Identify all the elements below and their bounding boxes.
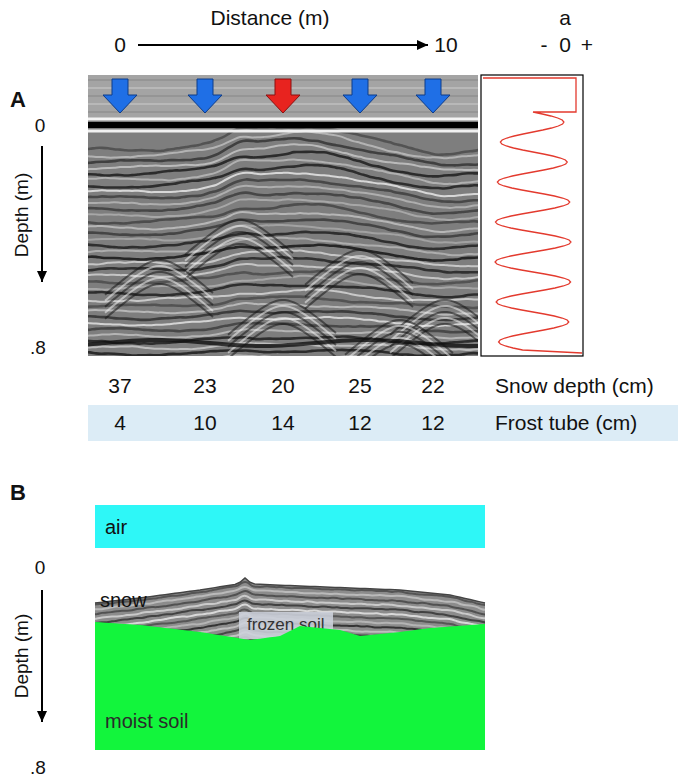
snow-depth-value: 37 <box>108 374 131 397</box>
axis-tick: 0 <box>114 33 126 56</box>
axis-arrow <box>138 40 428 50</box>
node-label: moist soil <box>105 710 188 732</box>
reflector-line <box>88 127 478 154</box>
sounding-arrow <box>416 79 450 113</box>
arrow-head <box>37 271 47 282</box>
reflector-line <box>88 199 478 220</box>
reflector-line <box>88 165 478 189</box>
deep-reflector <box>88 340 478 346</box>
amplitude-trace <box>483 78 582 353</box>
air-band: air <box>95 505 485 548</box>
axis-tick: 0 <box>35 558 46 579</box>
sounding-arrow <box>266 79 300 113</box>
axis-tick: + <box>581 33 593 56</box>
surface-line <box>88 130 478 133</box>
diffraction-hyperbola <box>228 324 336 356</box>
sounding-arrow <box>343 79 377 113</box>
axis-tick: .8 <box>30 338 46 359</box>
layer-name: snow <box>100 589 147 611</box>
snow-depth-value: 22 <box>421 374 444 397</box>
panel-letter: A <box>10 88 26 112</box>
snow-depth-value: 20 <box>271 374 294 397</box>
axis-line <box>138 44 428 46</box>
snow-depth-value: 25 <box>348 374 371 397</box>
sounding-arrow <box>188 79 222 113</box>
node-label: 14 <box>271 411 294 434</box>
sounding-arrow <box>103 79 137 113</box>
node-label: air <box>105 516 127 538</box>
surface-line <box>88 118 478 121</box>
snow-depth-value: 23 <box>193 374 216 397</box>
axis-title: a <box>559 6 571 29</box>
arrow-head <box>417 40 428 50</box>
axis-tick: .8 <box>30 758 46 779</box>
reflector-line <box>88 173 478 196</box>
panel-letter: B <box>10 481 26 505</box>
axis-arrow <box>37 146 47 282</box>
axis-tick: 0 <box>559 33 571 56</box>
node-label: 10 <box>193 411 216 434</box>
diffraction-hyperbola <box>185 244 293 279</box>
radargram-panel <box>88 75 478 356</box>
trace-box <box>481 75 583 356</box>
node-label: 4 <box>114 411 126 434</box>
reflector-line <box>88 186 478 208</box>
axis-title: Depth (m) <box>12 614 33 698</box>
reflector-line <box>88 193 478 214</box>
reflector-line <box>88 179 478 202</box>
arrow-head <box>37 711 47 722</box>
diffraction-hyperbola <box>105 284 213 319</box>
axis-title: Depth (m) <box>12 173 33 257</box>
axis-line <box>41 146 43 282</box>
axis-line <box>41 590 43 722</box>
axis-title: Distance (m) <box>210 6 329 29</box>
diffraction-hyperbola <box>305 274 413 309</box>
reflector-line <box>88 355 478 356</box>
axis-tick: - <box>541 33 548 56</box>
frost-tube-band: 4 10 14 12 12 Frost tube (cm) <box>88 405 678 441</box>
node-label: 12 <box>348 411 371 434</box>
frost-front-line <box>95 578 485 603</box>
surface-line <box>88 122 478 128</box>
axis-tick: 0 <box>35 116 46 137</box>
axis-arrow <box>37 590 47 722</box>
moist-soil-fill <box>95 622 485 750</box>
row-title: Snow depth (cm) <box>495 374 654 397</box>
air-band <box>88 75 478 119</box>
axis-tick: 10 <box>434 33 457 56</box>
node-label: 12 <box>421 411 444 434</box>
moist-soil-region: moist soil <box>95 618 485 750</box>
node-label: Frost tube (cm) <box>495 411 637 434</box>
